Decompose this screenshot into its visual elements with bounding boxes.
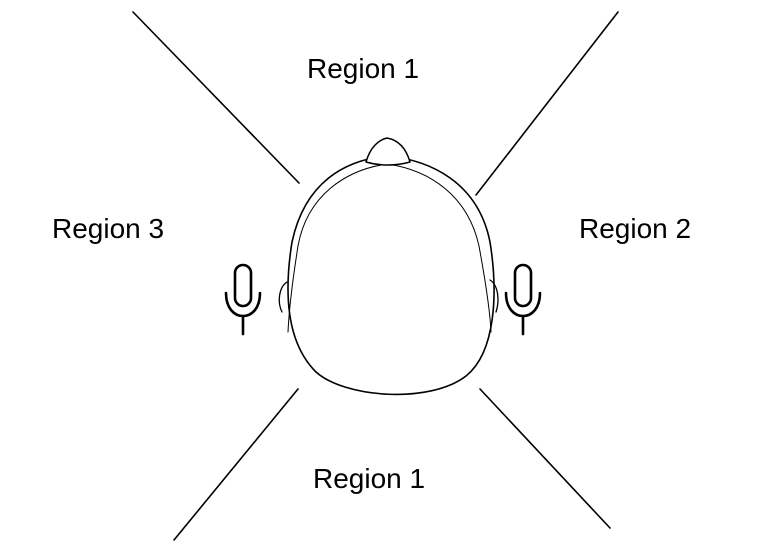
region-label-left: Region 3 [52,213,165,244]
nose [365,137,411,166]
region-label-top: Region 1 [307,53,420,84]
region-label-bottom: Region 1 [313,463,426,494]
divider-line-top-right [475,11,619,196]
microphone-icon [504,263,542,336]
head-outline [287,155,495,396]
divider-lines [132,11,619,541]
divider-line-bottom-left [173,388,299,541]
divider-line-bottom-right [479,388,611,529]
head-inner-contour-left [287,163,388,333]
region-label-right: Region 2 [579,213,692,244]
left-ear [278,281,288,313]
head-inner-contour-right [386,163,492,333]
head-top-view-icon [278,137,499,396]
divider-line-top-left [132,11,300,184]
right-ear [489,279,499,313]
microphone-icon [224,263,262,336]
